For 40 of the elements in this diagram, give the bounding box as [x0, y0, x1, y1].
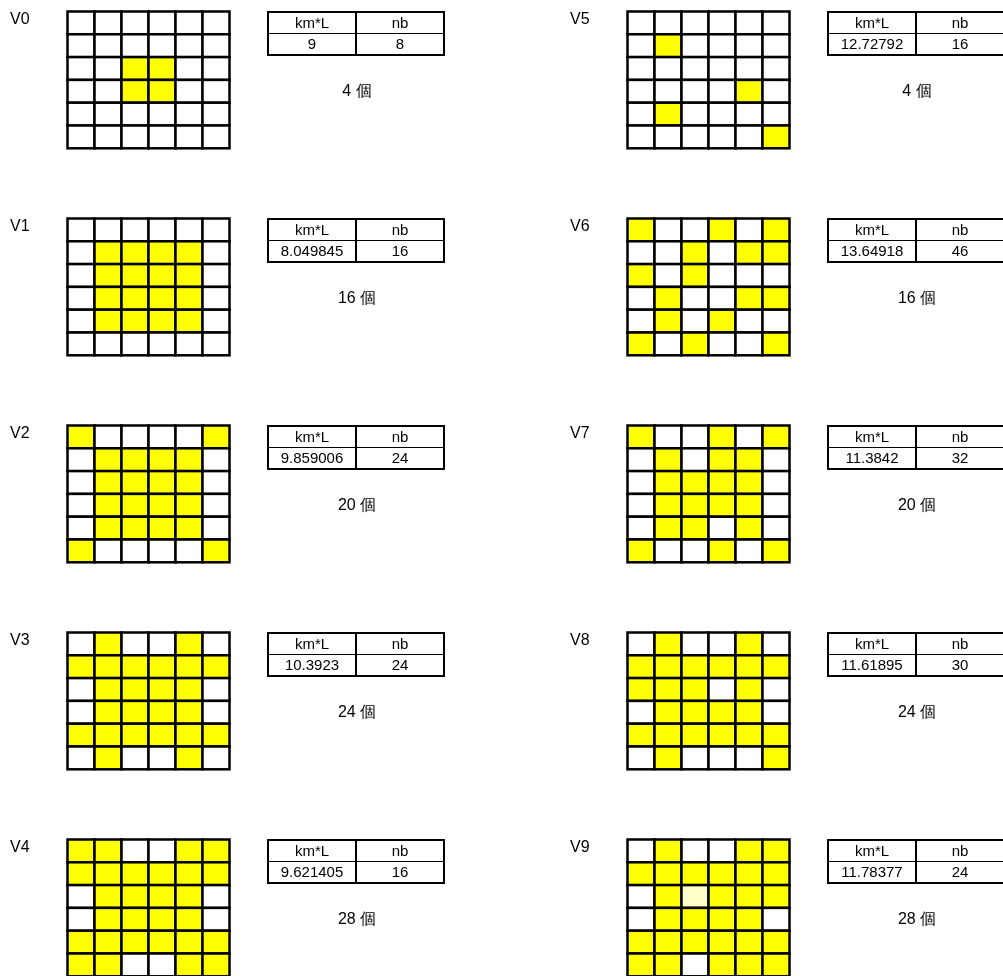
table-cell: km*L	[828, 633, 916, 655]
table-cell: nb	[356, 219, 444, 241]
row-label: V5	[570, 10, 590, 28]
count-label: 4 個	[341, 81, 373, 101]
count-label: 20 個	[336, 495, 378, 515]
count-label: 24 個	[336, 702, 378, 722]
row-label: V7	[570, 424, 590, 442]
count-label: 20 個	[896, 495, 938, 515]
row-label: V8	[570, 631, 590, 649]
count-label: 24 個	[896, 702, 938, 722]
table-cell: km*L	[268, 840, 356, 862]
row-label: V6	[570, 217, 590, 235]
row-label: V9	[570, 838, 590, 856]
count-label: 28 個	[336, 909, 378, 929]
row-label: V1	[10, 217, 30, 235]
table-cell: km*L	[268, 633, 356, 655]
count-label: 4 個	[901, 81, 933, 101]
table-cell: km*L	[268, 12, 356, 34]
table-cell: nb	[916, 12, 1003, 34]
table-cell: km*L	[828, 219, 916, 241]
table-cell: km*L	[268, 426, 356, 448]
table-cell: km*L	[268, 219, 356, 241]
row-label: V3	[10, 631, 30, 649]
row-label: V2	[10, 424, 30, 442]
table-cell: km*L	[828, 426, 916, 448]
table-cell: nb	[916, 219, 1003, 241]
count-label: 28 個	[896, 909, 938, 929]
table-cell: nb	[356, 840, 444, 862]
count-label: 16 個	[336, 288, 378, 308]
row-label: V0	[10, 10, 30, 28]
table-cell: nb	[916, 840, 1003, 862]
table-cell: nb	[916, 633, 1003, 655]
table-cell: nb	[356, 633, 444, 655]
table-cell: nb	[356, 12, 444, 34]
table-cell: nb	[356, 426, 444, 448]
table-cell: nb	[916, 426, 1003, 448]
row-label: V4	[10, 838, 30, 856]
table-cell: km*L	[828, 840, 916, 862]
count-label: 16 個	[896, 288, 938, 308]
table-cell: km*L	[828, 12, 916, 34]
